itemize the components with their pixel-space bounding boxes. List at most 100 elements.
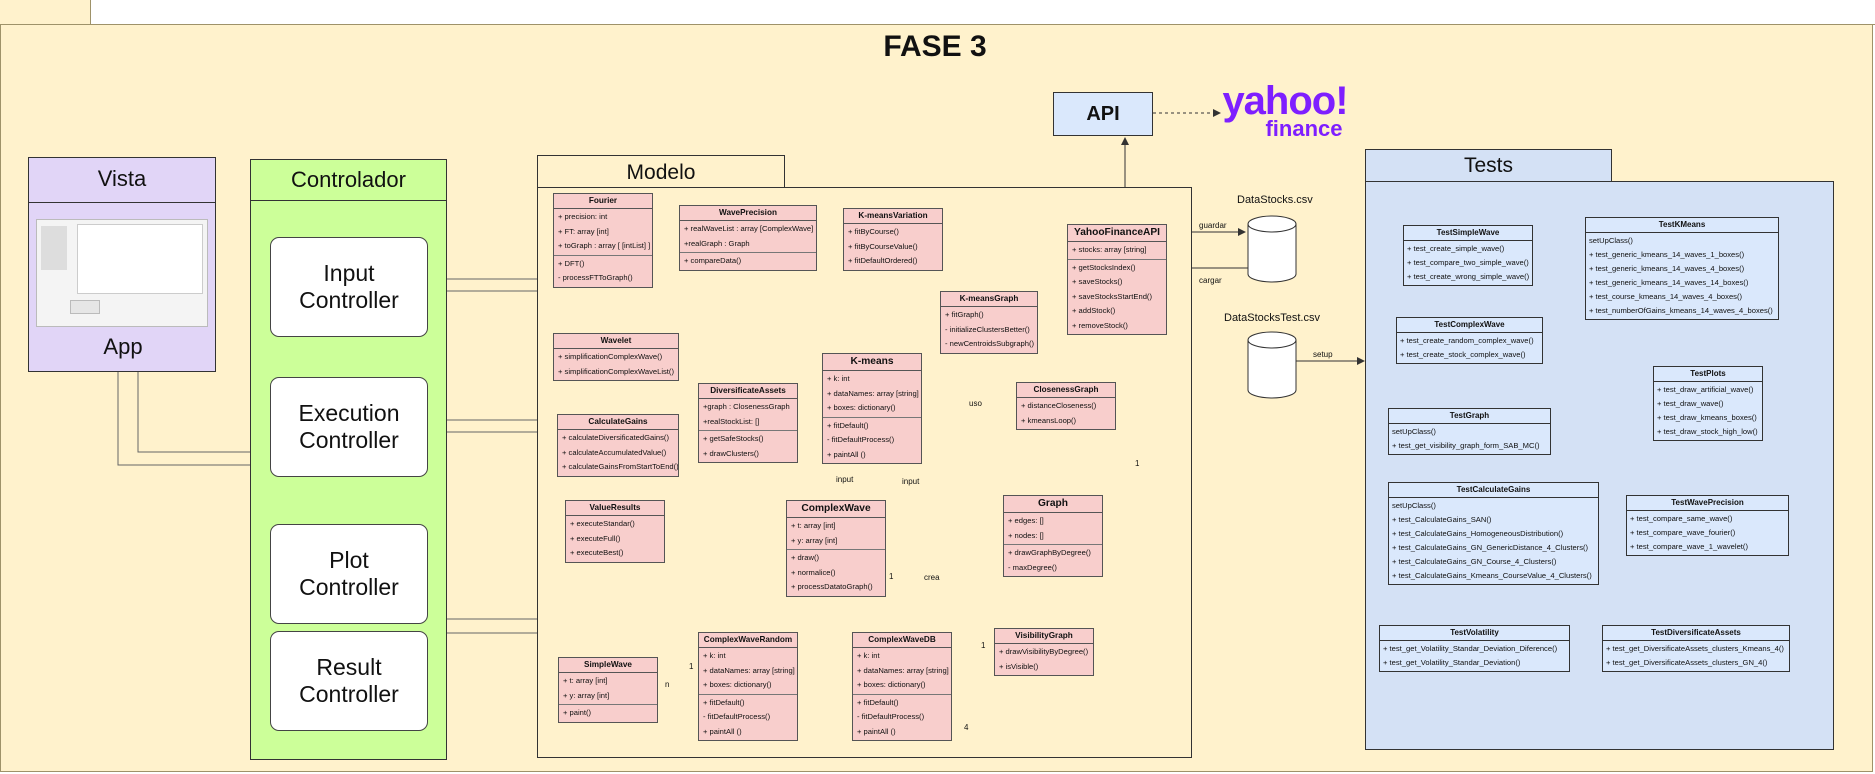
execution-controller[interactable]: Execution Controller (270, 377, 428, 477)
class-name: YahooFinanceAPI (1068, 225, 1166, 242)
test-methods: setUpClass()+ test_CalculateGains_SAN()+… (1389, 498, 1598, 584)
test-method: setUpClass() (1589, 236, 1633, 245)
test-method: + test_generic_kmeans_14_waves_1_boxes() (1589, 250, 1745, 259)
class-attribute: + k: int (827, 374, 850, 383)
class-wavelet[interactable]: Wavelet+ simplificationComplexWave()+ si… (553, 333, 679, 381)
test-testwaveprecision[interactable]: TestWavePrecision+ test_compare_same_wav… (1626, 495, 1789, 556)
class-method: + saveStocksStartEnd() (1072, 291, 1152, 301)
class-waveprecision[interactable]: WavePrecision+ realWaveList : array [Com… (679, 205, 817, 271)
class-method: + simplificationComplexWave() (558, 352, 663, 361)
class-complexwavedb[interactable]: ComplexWaveDB+ k: int+ dataNames: array … (852, 632, 952, 741)
class-diversificateassets[interactable]: DiversificateAssets+graph : ClosenessGra… (698, 383, 798, 463)
class-method: + fitDefault() (857, 697, 899, 707)
class-visibilitygraph[interactable]: VisibilityGraph+ drawVisibilityByDegree(… (994, 628, 1094, 676)
class-method: - processFTToGraph() (558, 273, 633, 282)
class-method: + calculateGainsFromStartToEnd() (562, 462, 678, 471)
class-method: + isVisible() (999, 661, 1039, 671)
class-attribute: + dataNames: array [string] (857, 665, 949, 675)
class-method: - fitDefaultProcess() (703, 712, 771, 721)
class-method: + distanceCloseness() (1021, 401, 1097, 410)
test-method: + test_compare_same_wave() (1630, 514, 1733, 523)
test-class-name: TestCalculateGains (1389, 483, 1598, 498)
class-name: ComplexWaveDB (853, 633, 951, 648)
class-method: + executeFull() (570, 533, 621, 543)
test-testsimplewave[interactable]: TestSimpleWave+ test_create_simple_wave(… (1403, 225, 1533, 286)
edge-label-n: n (665, 680, 670, 689)
class-closenessgraph[interactable]: ClosenessGraph+ distanceCloseness()+ kme… (1016, 382, 1116, 430)
app-thumbnail (36, 219, 208, 327)
test-method: setUpClass() (1392, 427, 1436, 436)
class-method: + fitByCourseValue() (848, 241, 918, 251)
class-methods: + executeStandar() + executeFull() + execu… (566, 516, 664, 562)
class-attribute: + k: int (703, 651, 726, 660)
class-kmeansgraph[interactable]: K-meansGraph+ fitGraph()- initializeClus… (940, 291, 1038, 354)
class-method: + calculateDiversificatedGains() (562, 433, 669, 442)
class-method: + normalice() (791, 567, 836, 577)
class-method: + addStock() (1072, 306, 1116, 315)
class-attribute: + dataNames: array [string] (827, 388, 919, 398)
test-testgraph[interactable]: TestGraph setUpClass() + test_get_visibili… (1388, 408, 1551, 455)
edge-label-1d: 1 (689, 662, 694, 671)
class-methods: + fitDefault()- fitDefaultProcess()+ pai… (853, 695, 951, 741)
class-fourier[interactable]: Fourier+ precision: int+ FT: array [int]… (553, 193, 653, 288)
class-method: + saveStocks() (1072, 277, 1123, 286)
test-class-name: TestDiversificateAssets (1603, 626, 1789, 641)
class-methods: + fitDefault()- fitDefaultProcess()+ pai… (699, 695, 797, 741)
class-attribute: + t: array [int] (563, 676, 608, 685)
class-methods: + calculateDiversificatedGains() + calcul… (558, 430, 678, 476)
test-testdiversificateassets[interactable]: TestDiversificateAssets+ test_get_Divers… (1602, 625, 1790, 672)
test-method: + test_get_visibility_graph_form_SAB_MC(… (1392, 441, 1540, 450)
class-kmeansvariation[interactable]: K-meansVariation+ fitByCourse()+ fitByCo… (843, 208, 943, 271)
class-complexwave[interactable]: ComplexWave+ t: array [int]+ y: array [i… (786, 500, 886, 597)
test-method: + test_compare_two_simple_wave() (1407, 258, 1529, 267)
edge-label-guardar: guardar (1199, 221, 1227, 230)
class-methods: + paint() (559, 705, 657, 722)
edge-label-uso: uso (969, 399, 982, 408)
class-attributes: + stocks: array [string] (1068, 242, 1166, 260)
class-graph[interactable]: Graph+ edges: []+ nodes: []+ drawGraphBy… (1003, 495, 1103, 577)
class-method: + executeBest() (570, 548, 624, 557)
result-controller[interactable]: Result Controller (270, 631, 428, 731)
edge-label-1c: 1 (1135, 459, 1140, 468)
class-yahoofinanceapi[interactable]: YahooFinanceAPI+ stocks: array [string] +… (1067, 224, 1167, 335)
test-method: + test_get_Volatility_Standar_Deviation_… (1383, 644, 1558, 653)
class-attribute: + boxes: dictionary() (827, 403, 896, 412)
plot-controller[interactable]: Plot Controller (270, 524, 428, 624)
class-method: + removeStock() (1072, 320, 1128, 330)
edge-label-cargar: cargar (1199, 276, 1222, 285)
class-methods: + distanceCloseness() + kmeansLoop() (1017, 398, 1115, 429)
class-simplewave[interactable]: SimpleWave+ t: array [int]+ y: array [in… (558, 657, 658, 723)
class-valueresults[interactable]: ValueResults + executeStandar() + executeF… (565, 500, 665, 563)
class-attributes: +graph : ClosenessGraph+realStockList: [… (699, 399, 797, 431)
class-method: + executeStandar() (570, 519, 635, 528)
test-method: + test_generic_kmeans_14_waves_14_boxes(… (1589, 278, 1749, 287)
class-attribute: + toGraph : array [ [intList] ] (558, 241, 651, 250)
test-testvolatility[interactable]: TestVolatility+ test_get_Volatility_Stan… (1379, 625, 1570, 672)
class-method: + kmeansLoop() (1021, 415, 1077, 425)
test-testplots[interactable]: TestPlots+ test_draw_artificial_wave()+ … (1653, 366, 1763, 441)
class-attribute: + boxes: dictionary() (703, 680, 772, 689)
class-name: ValueResults (566, 501, 664, 516)
test-class-name: TestComplexWave (1397, 318, 1542, 333)
test-method: + test_CalculateGains_Kmeans_CourseValue… (1392, 571, 1592, 580)
class-methods: + drawVisibilityByDegree()+ isVisible() (995, 644, 1093, 675)
test-method: + test_draw_wave() (1657, 399, 1724, 408)
class-attributes: + k: int+ dataNames: array [string]+ box… (853, 648, 951, 695)
test-methods: + test_get_DiversificateAssets_clusters_… (1603, 641, 1789, 671)
diagram-title: FASE 3 (883, 30, 987, 63)
class-kmeans[interactable]: K-means+ k: int+ dataNames: array [strin… (822, 353, 922, 464)
class-calculategains[interactable]: CalculateGains+ calculateDiversificatedG… (557, 414, 679, 477)
class-method: + fitGraph() (945, 310, 984, 319)
input-controller[interactable]: Input Controller (270, 237, 428, 337)
class-attributes: + k: int+ dataNames: array [string]+ box… (699, 648, 797, 695)
test-method: + test_CalculateGains_SAN() (1392, 515, 1492, 524)
api-box: API (1053, 92, 1153, 136)
class-name: K-meansVariation (844, 209, 942, 224)
test-testcomplexwave[interactable]: TestComplexWave+ test_create_random_comp… (1396, 317, 1543, 364)
class-name: K-meansGraph (941, 292, 1037, 307)
test-class-name: TestGraph (1389, 409, 1550, 424)
class-complexwaverandom[interactable]: ComplexWaveRandom+ k: int+ dataNames: ar… (698, 632, 798, 741)
class-method: - fitDefaultProcess() (857, 712, 925, 721)
